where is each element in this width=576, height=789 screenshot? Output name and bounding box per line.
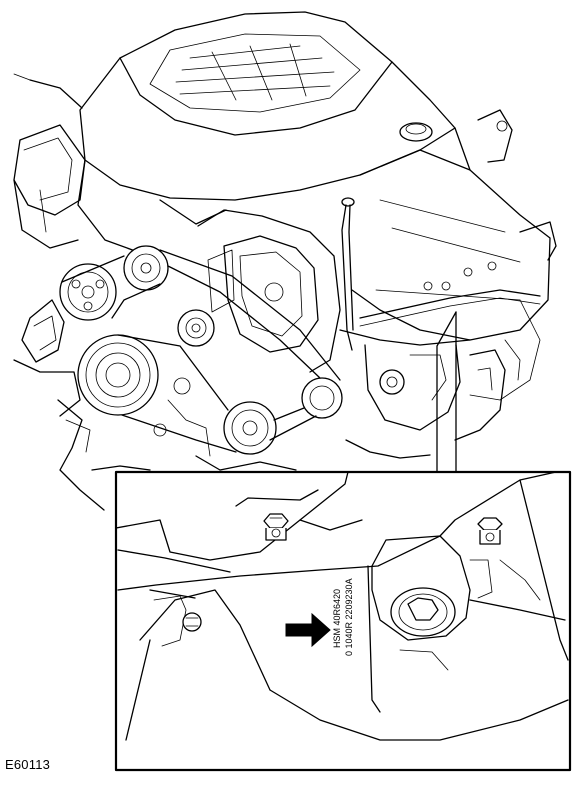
stamp-line-2: 0 1040R 2209230A — [344, 578, 354, 656]
drain-plug-boss — [367, 535, 566, 713]
bolt-upper-left — [263, 513, 289, 541]
bolt-lower-left — [182, 612, 202, 632]
crank-pulley — [77, 334, 159, 416]
cylinder-head-right — [351, 149, 557, 401]
cylinder-head-left — [13, 124, 86, 249]
engine-assembly — [13, 11, 557, 511]
stamp-line-1: HSM 40R6420 — [332, 589, 342, 648]
pulley-tensioner — [177, 309, 215, 347]
oil-filler-cap — [399, 109, 513, 163]
casting-stamp: HSM 40R6420 0 1040R 2209230A — [332, 578, 354, 656]
dipstick — [341, 197, 355, 351]
engine-block-lower — [339, 329, 506, 459]
engine-lower-left — [13, 299, 297, 511]
indicator-arrow — [285, 612, 331, 648]
accessory-drive — [59, 245, 343, 455]
pulley-idler-upper — [123, 245, 169, 291]
pulley-right — [301, 377, 343, 419]
detail-inset: HSM 40R6420 0 1040R 2209230A — [114, 470, 572, 772]
figure-id-label: E60113 — [5, 757, 51, 772]
drain-plug-hex — [407, 597, 439, 621]
bolt-upper-right — [477, 517, 503, 545]
front-cover — [159, 199, 341, 373]
detail-frame — [114, 470, 572, 772]
engine-cover — [13, 11, 471, 261]
callout-leader — [436, 311, 457, 473]
